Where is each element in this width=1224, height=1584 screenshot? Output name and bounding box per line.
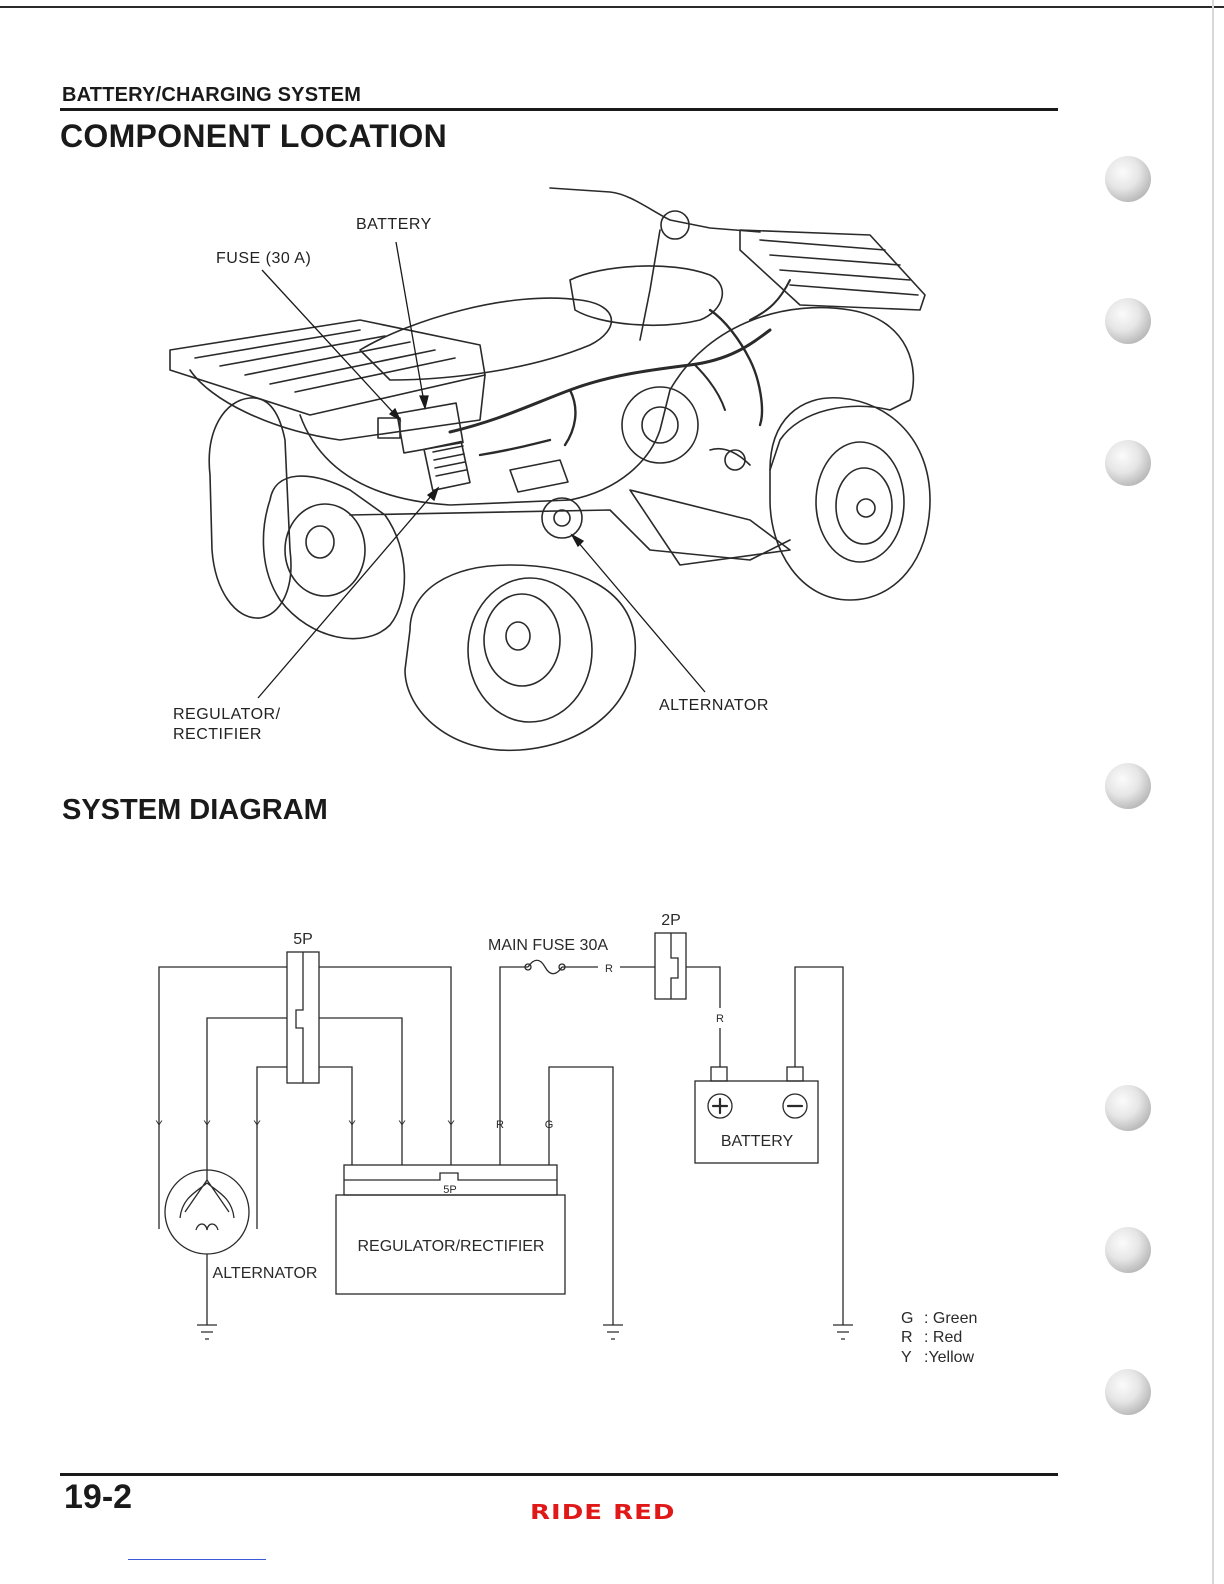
- wire-y5: [319, 1018, 402, 1165]
- label-wire-y3: Y: [253, 1119, 261, 1131]
- binder-hole-6: [1105, 1227, 1151, 1273]
- wire-y1: [159, 967, 287, 1229]
- alternator-coils: [180, 1180, 234, 1230]
- legend-name-g: : Green: [924, 1310, 977, 1327]
- label-wire-y5: Y: [398, 1119, 406, 1131]
- binder-hole-7: [1105, 1369, 1151, 1415]
- main-fuse-symbol: [528, 960, 562, 974]
- binder-hole-2: [1105, 298, 1151, 344]
- regulator-connector-key: [344, 1173, 557, 1180]
- bottom-link-underline[interactable]: [128, 1559, 266, 1560]
- connector-5p-key: [296, 952, 303, 1083]
- label-wire-y6: Y: [447, 1119, 455, 1131]
- binder-hole-5: [1105, 1085, 1151, 1131]
- wire-y2: [207, 1018, 287, 1180]
- binder-hole-3: [1105, 440, 1151, 486]
- label-5p: 5P: [293, 931, 313, 948]
- battery-symbol: [695, 1081, 818, 1163]
- footer-rule: [60, 1473, 1058, 1476]
- page-number: 19-2: [64, 1478, 132, 1517]
- legend-code-y: Y: [901, 1349, 912, 1366]
- wire-r-regulator: [500, 967, 528, 1165]
- label-wire-y1: Y: [155, 1119, 163, 1131]
- label-2p: 2P: [661, 912, 681, 929]
- battery-terminal-neg: [787, 1067, 803, 1081]
- legend-code-g: G: [901, 1310, 913, 1327]
- legend-code-r: R: [901, 1329, 913, 1346]
- wire-y6: [319, 1067, 352, 1165]
- plus-sign: [713, 1099, 727, 1113]
- wire-battery-negative: [795, 967, 843, 1325]
- wire-y4: [319, 967, 451, 1165]
- wire-y3: [257, 1067, 287, 1229]
- label-fuse-r: R: [605, 963, 613, 975]
- brand-logo: RIDE RED: [530, 1501, 675, 1524]
- wire-r-battery: [686, 967, 720, 1067]
- battery-terminal-pos: [711, 1067, 727, 1081]
- battery-label: BATTERY: [721, 1133, 794, 1150]
- binder-hole-4: [1105, 763, 1151, 809]
- binder-hole-1: [1105, 156, 1151, 202]
- regulator-connector-label: 5P: [443, 1184, 456, 1196]
- legend-name-r: : Red: [924, 1329, 962, 1346]
- connector-2p-key: [671, 933, 678, 999]
- regulator-ground: [603, 1325, 623, 1339]
- wire-g: [549, 1067, 613, 1325]
- label-main-fuse: MAIN FUSE 30A: [488, 937, 608, 954]
- regulator-label: REGULATOR/RECTIFIER: [358, 1238, 545, 1255]
- label-wire-y2: Y: [203, 1119, 211, 1131]
- label-battery-r: R: [716, 1013, 724, 1025]
- alternator-label: ALTERNATOR: [213, 1265, 318, 1282]
- battery-ground: [833, 1325, 853, 1339]
- label-wire-y4: Y: [348, 1119, 356, 1131]
- legend-name-y: :Yellow: [924, 1349, 975, 1366]
- label-wire-r: R: [496, 1119, 504, 1131]
- label-wire-g: G: [545, 1119, 554, 1131]
